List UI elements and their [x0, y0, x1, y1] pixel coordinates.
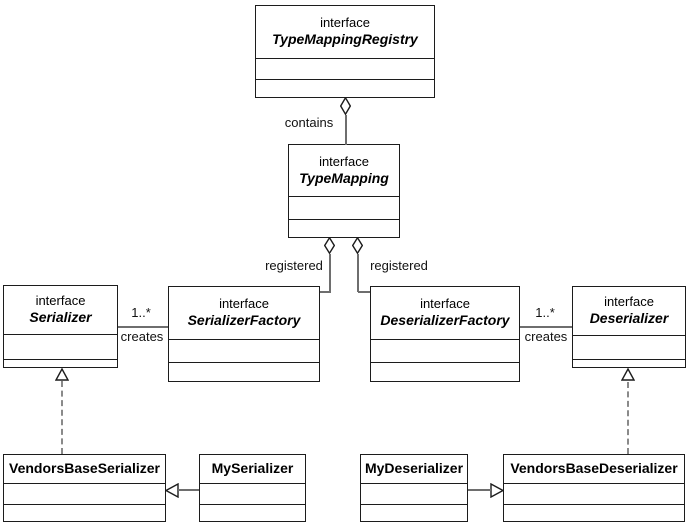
operations-compartment: [573, 359, 685, 367]
edge-realization-left-line: [61, 381, 63, 454]
attributes-compartment: [4, 334, 117, 359]
attributes-compartment: [169, 339, 319, 362]
stereotype-label: interface: [219, 296, 269, 312]
aggregation-diamond-icon: [352, 237, 363, 254]
aggregation-diamond-icon: [340, 97, 351, 115]
aggregation-diamond-icon: [324, 237, 335, 254]
operations-compartment: [4, 359, 117, 367]
edge-label-contains: contains: [283, 115, 335, 131]
edge-contains-line: [345, 115, 347, 145]
class-box-typemappingregistry: interface TypeMappingRegistry: [255, 5, 435, 98]
operations-compartment: [504, 504, 684, 521]
class-name: Serializer: [29, 309, 92, 326]
edge-registered-left-elbow: [320, 291, 331, 293]
stereotype-label: interface: [420, 296, 470, 312]
operations-compartment: [371, 362, 519, 381]
edge-generalization-left-line: [178, 489, 199, 491]
class-name: Deserializer: [589, 310, 669, 327]
class-title: interface TypeMapping: [289, 145, 399, 196]
class-box-myserializer: MySerializer: [199, 454, 306, 522]
attributes-compartment: [200, 483, 305, 504]
stereotype-label: interface: [319, 153, 369, 169]
class-box-deserializerfactory: interface DeserializerFactory: [370, 286, 520, 382]
class-name: MySerializer: [211, 460, 294, 477]
edge-label-creates-left: creates: [119, 329, 165, 345]
class-box-vendorsbaseserializer: VendorsBaseSerializer: [3, 454, 166, 522]
class-name: DeserializerFactory: [380, 312, 510, 329]
edge-creates-left-line: [118, 326, 168, 328]
attributes-compartment: [4, 483, 165, 504]
attributes-compartment: [256, 58, 434, 79]
class-box-mydeserializer: MyDeserializer: [360, 454, 468, 522]
edge-multiplicity-left: 1..*: [130, 305, 152, 321]
operations-compartment: [200, 504, 305, 521]
stereotype-label: interface: [320, 15, 370, 31]
class-title: interface DeserializerFactory: [371, 287, 519, 339]
class-title: interface SerializerFactory: [169, 287, 319, 339]
attributes-compartment: [361, 483, 467, 504]
edge-multiplicity-right: 1..*: [534, 305, 556, 321]
class-box-vendorsbasedeserializer: VendorsBaseDeserializer: [503, 454, 685, 522]
generalization-triangle-icon: [165, 483, 179, 498]
class-title: interface Serializer: [4, 286, 117, 334]
realization-triangle-icon: [621, 368, 635, 381]
edge-registered-left-line: [329, 254, 331, 292]
class-name: VendorsBaseDeserializer: [510, 460, 678, 477]
class-title: VendorsBaseSerializer: [4, 455, 165, 483]
edge-generalization-right-line: [468, 489, 491, 491]
edge-registered-right-line: [357, 254, 359, 292]
edge-creates-right-line: [520, 326, 572, 328]
class-name: TypeMappingRegistry: [272, 31, 418, 48]
class-box-deserializer: interface Deserializer: [572, 286, 686, 368]
operations-compartment: [289, 219, 399, 237]
attributes-compartment: [573, 335, 685, 359]
class-box-serializerfactory: interface SerializerFactory: [168, 286, 320, 382]
edge-label-registered-left: registered: [264, 258, 324, 274]
edge-realization-right-line: [627, 382, 629, 454]
class-title: interface TypeMappingRegistry: [256, 6, 434, 58]
class-name: SerializerFactory: [187, 312, 301, 329]
class-name: VendorsBaseSerializer: [9, 460, 160, 477]
operations-compartment: [169, 362, 319, 381]
generalization-triangle-icon: [490, 483, 504, 498]
operations-compartment: [256, 79, 434, 97]
class-box-serializer: interface Serializer: [3, 285, 118, 368]
class-title: MyDeserializer: [361, 455, 467, 483]
stereotype-label: interface: [604, 294, 654, 310]
attributes-compartment: [504, 483, 684, 504]
class-title: MySerializer: [200, 455, 305, 483]
edge-label-creates-right: creates: [523, 329, 569, 345]
attributes-compartment: [289, 196, 399, 219]
edge-registered-right-elbow: [358, 291, 370, 293]
class-title: interface Deserializer: [573, 287, 685, 335]
class-box-typemapping: interface TypeMapping: [288, 144, 400, 238]
attributes-compartment: [371, 339, 519, 362]
class-name: MyDeserializer: [364, 460, 464, 477]
realization-triangle-icon: [55, 368, 69, 381]
stereotype-label: interface: [35, 293, 86, 309]
edge-label-registered-right: registered: [369, 258, 429, 274]
operations-compartment: [361, 504, 467, 521]
operations-compartment: [4, 504, 165, 521]
class-name: TypeMapping: [299, 169, 389, 186]
class-title: VendorsBaseDeserializer: [504, 455, 684, 483]
